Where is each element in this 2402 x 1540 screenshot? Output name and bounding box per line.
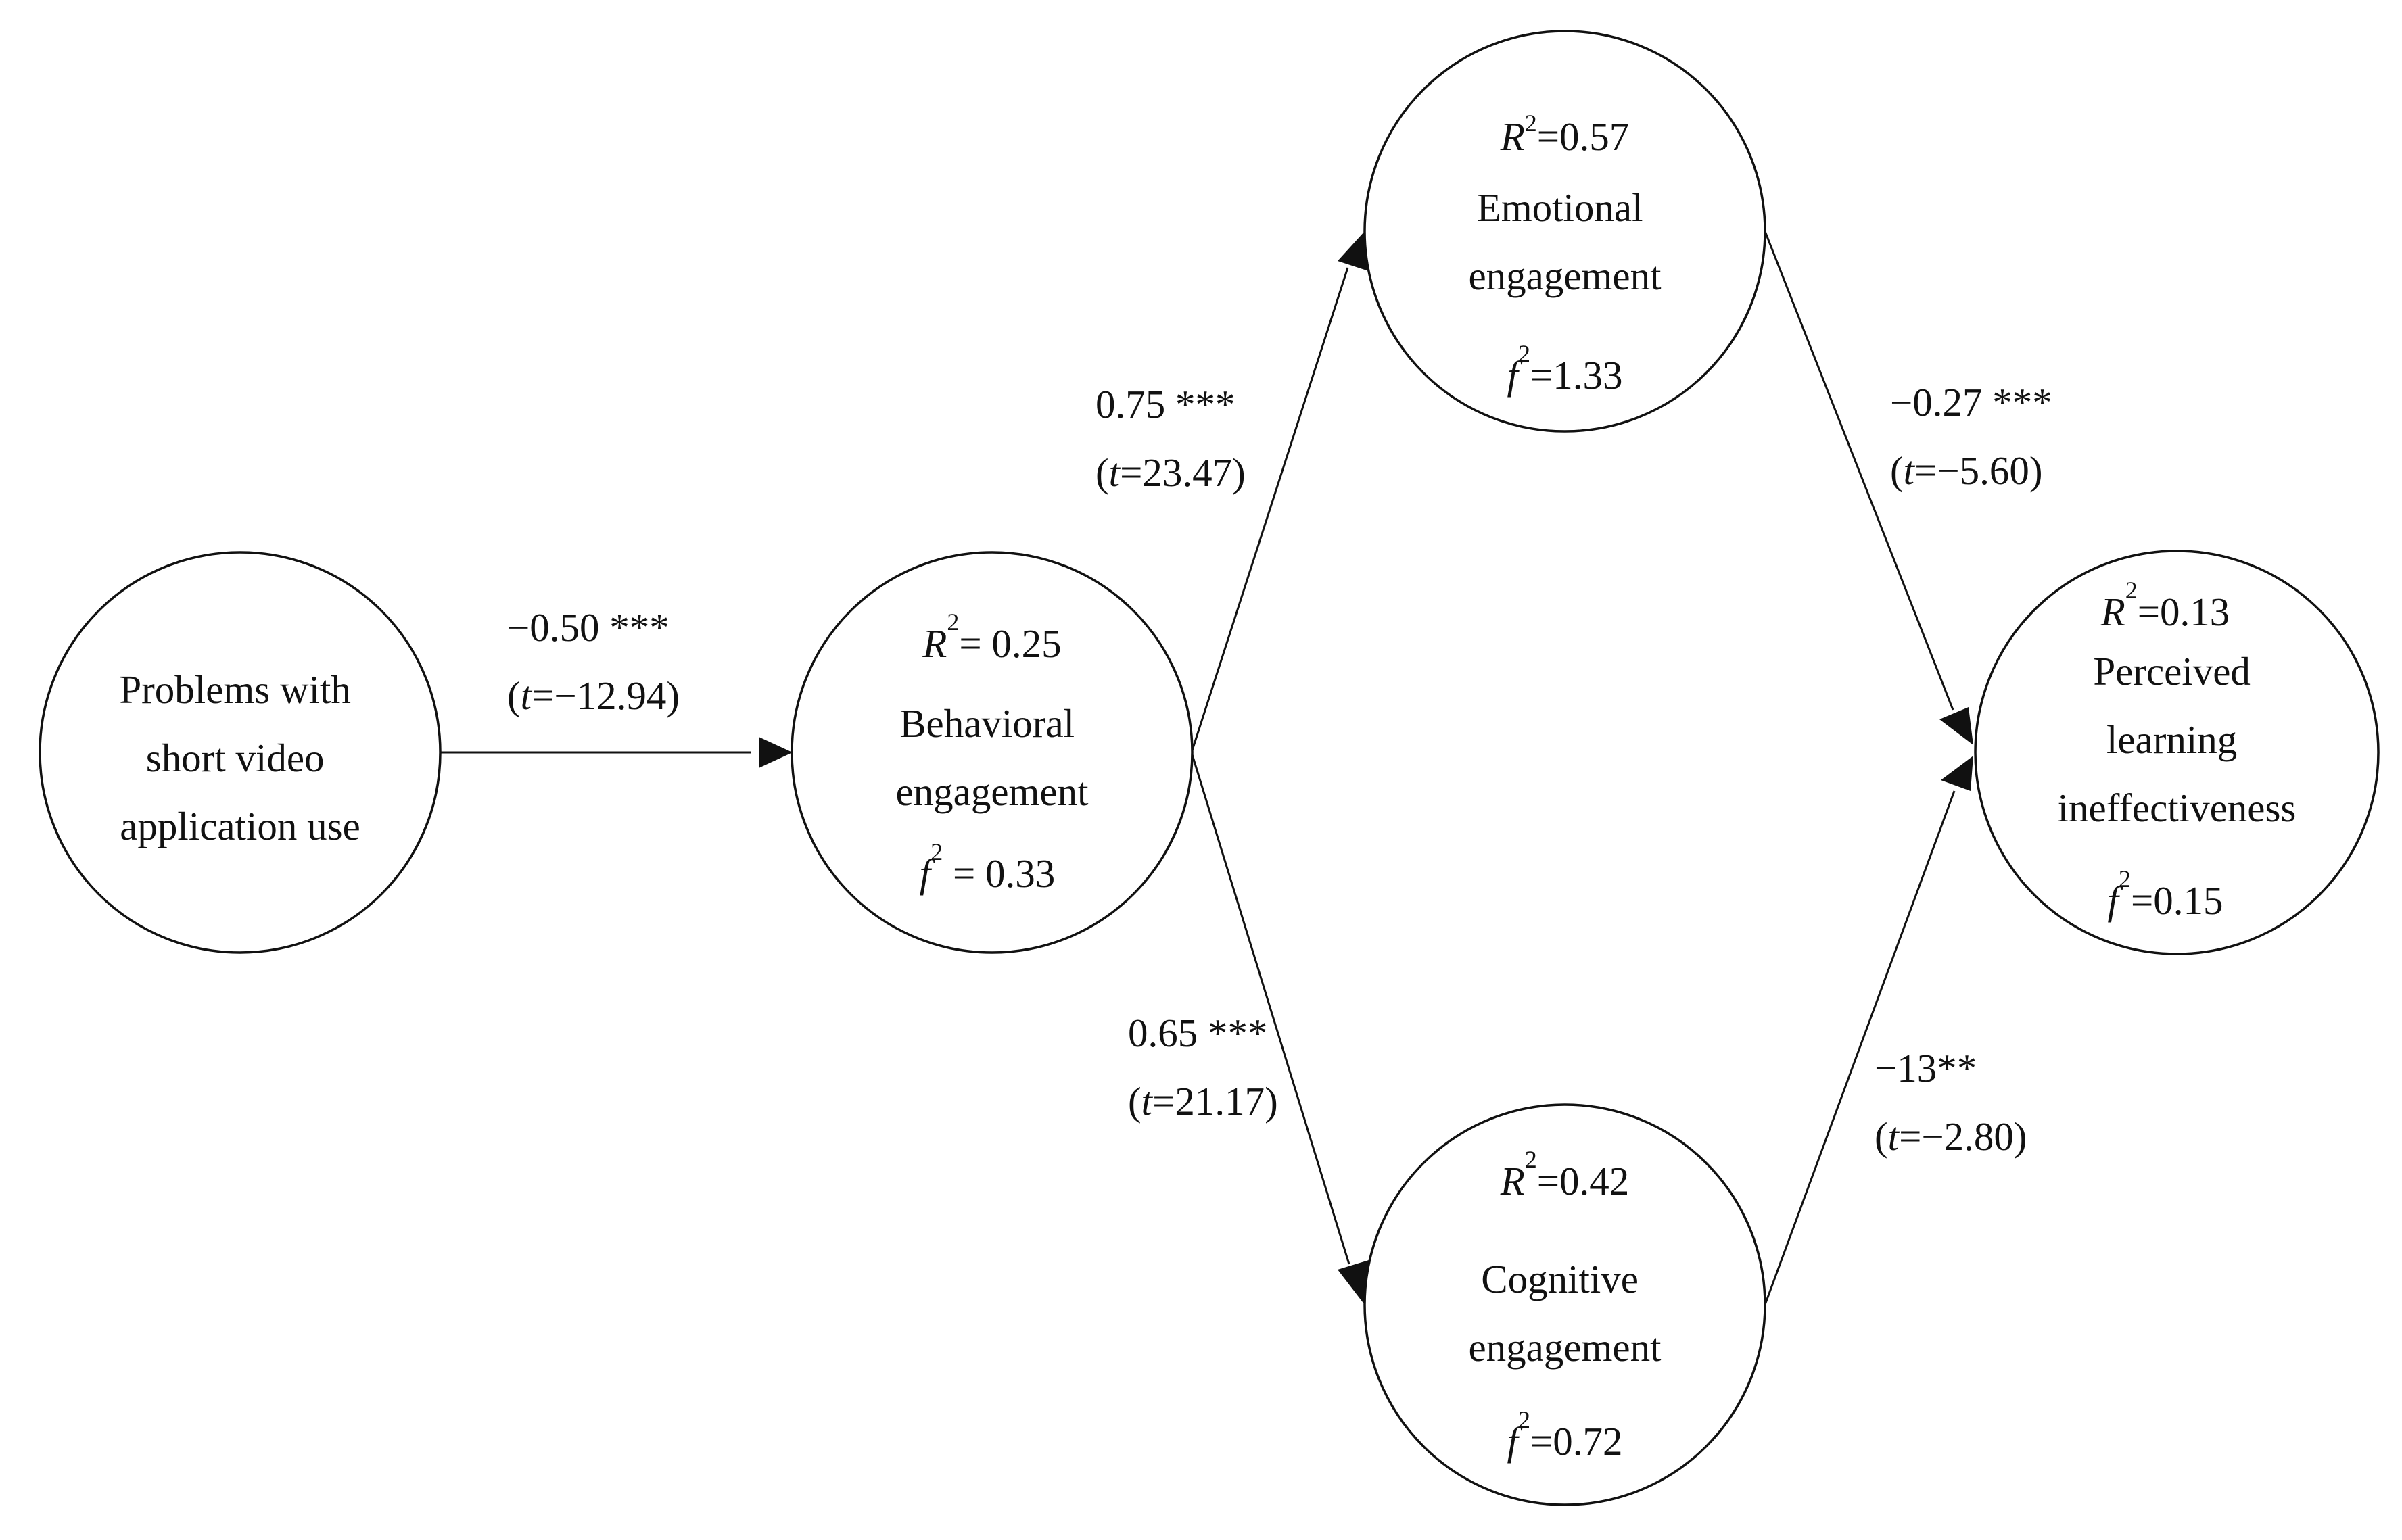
node-problems-circle [39,551,442,954]
node-emotional-circle [1363,30,1766,433]
path-label-cognitive-to-perceived: −13** (t=−2.80) [1875,1046,2027,1159]
arrowhead-problems-to-behavioral [759,737,793,768]
path-label-behavioral-to-cognitive: 0.65 *** (t=21.17) [1128,1011,1278,1124]
coef-behavioral-to-cognitive: 0.65 *** [1128,1011,1268,1055]
node-behavioral: R2= 0.25 Behavioral engagement f2 = 0.33 [791,551,1194,954]
arrowhead-behavioral-to-cognitive [1338,1260,1369,1305]
arrowhead-cognitive-to-perceived [1941,756,1973,791]
node-behavioral-circle [791,551,1194,954]
perceived-r-squared: R2=0.13 [2100,577,2230,634]
node-perceived-label: Perceived learning ineffectiveness [2058,649,2297,830]
t-emotional-to-perceived: (t=−5.60) [1890,448,2043,493]
arrow-emotional-to-perceived [1764,231,1954,711]
behavioral-r-squared: R2= 0.25 [922,608,1061,666]
t-behavioral-to-emotional: (t=23.47) [1096,450,1246,495]
arrowhead-emotional-to-perceived [1939,707,1973,745]
perceived-f-squared: f2=0.15 [2108,865,2223,923]
node-cognitive-label: Cognitive engagement [1468,1257,1662,1370]
coef-problems-to-behavioral: −0.50 *** [507,605,669,650]
cognitive-r-squared: R2=0.42 [1500,1146,1630,1203]
node-perceived: R2=0.13 Perceived learning ineffectivene… [1974,550,2380,955]
t-problems-to-behavioral: (t=−12.94) [507,673,680,718]
coef-emotional-to-perceived: −0.27 *** [1890,380,2052,425]
node-cognitive: R2=0.42 Cognitive engagement f2=0.72 [1363,1103,1766,1506]
t-cognitive-to-perceived: (t=−2.80) [1875,1114,2027,1159]
edges [441,231,1973,1305]
coef-behavioral-to-emotional: 0.75 *** [1096,382,1235,427]
node-problems-label: Problems with short video application us… [119,667,360,848]
arrow-behavioral-to-emotional [1190,267,1349,753]
node-behavioral-label: Behavioral engagement [895,701,1089,814]
node-perceived-circle [1974,550,2380,955]
arrow-behavioral-to-cognitive [1190,752,1350,1265]
emotional-r-squared: R2=0.57 [1500,110,1630,159]
node-problems: Problems with short video application us… [39,551,442,954]
arrowhead-behavioral-to-emotional [1338,231,1369,271]
node-emotional: R2=0.57 Emotional engagement f2=1.33 [1363,30,1766,433]
node-emotional-label: Emotional engagement [1468,185,1662,298]
path-label-behavioral-to-emotional: 0.75 *** (t=23.47) [1096,382,1246,495]
path-label-problems-to-behavioral: −0.50 *** (t=−12.94) [507,605,680,718]
path-label-emotional-to-perceived: −0.27 *** (t=−5.60) [1890,380,2052,493]
coef-cognitive-to-perceived: −13** [1875,1046,1977,1090]
t-behavioral-to-cognitive: (t=21.17) [1128,1079,1278,1124]
node-cognitive-circle [1363,1103,1766,1506]
arrow-cognitive-to-perceived [1764,790,1956,1305]
